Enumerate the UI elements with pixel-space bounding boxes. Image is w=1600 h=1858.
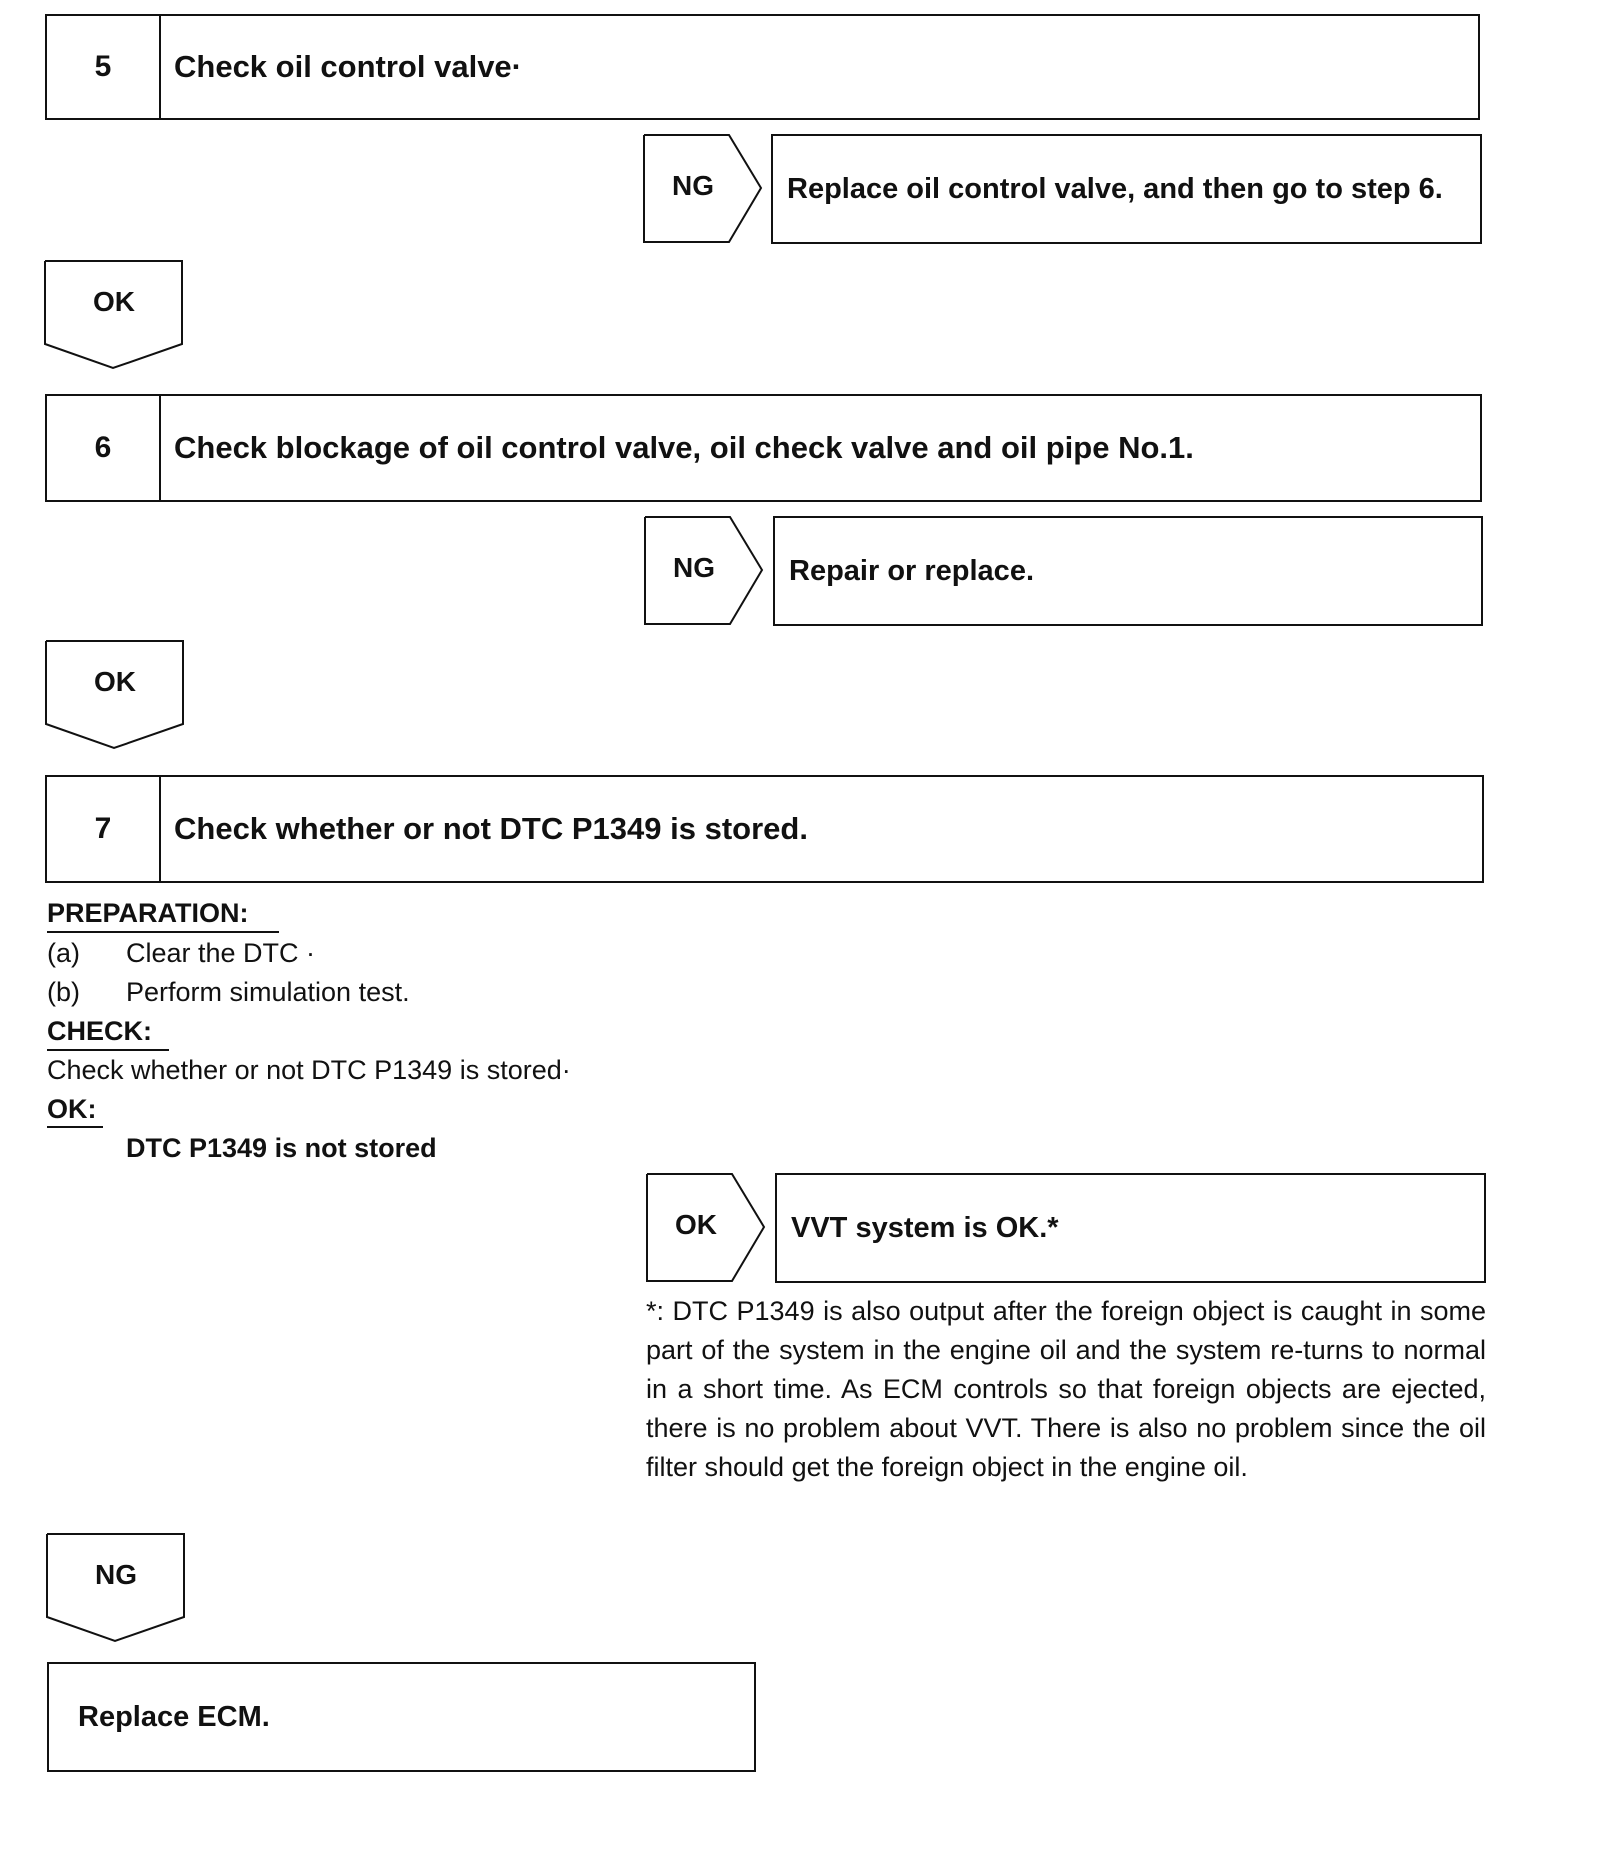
step-6-ng-action: Repair or replace. <box>773 516 1483 626</box>
prep-item-text: Clear the DTC · <box>126 938 316 968</box>
ok-label: OK <box>93 286 135 317</box>
preparation-underline <box>47 931 279 933</box>
step-number: 7 <box>47 777 161 881</box>
step-number: 6 <box>47 396 161 500</box>
step-title: Check oil control valve· <box>174 49 522 84</box>
ng-arrow-icon <box>643 134 763 243</box>
ok-label: OK <box>675 1209 717 1240</box>
ng-arrow: NG <box>46 1533 186 1643</box>
step-7-ok-action: VVT system is OK.* <box>775 1173 1486 1283</box>
step-5-ng-action: Replace oil control valve, and then go t… <box>771 134 1482 244</box>
ok-arrow: OK <box>45 640 185 750</box>
ok-criteria: DTC P1349 is not stored <box>126 1133 437 1163</box>
step-5-header: 5 Check oil control valve· <box>45 14 1480 120</box>
ng-label: NG <box>673 552 715 583</box>
check-text: Check whether or not DTC P1349 is stored… <box>47 1055 571 1085</box>
ng-arrow: NG <box>643 134 763 244</box>
check-heading: CHECK: <box>47 1016 152 1046</box>
step-title: Check blockage of oil control valve, oil… <box>174 430 1194 465</box>
footnote: *: DTC P1349 is also output after the fo… <box>646 1296 1486 1482</box>
prep-item-marker: (a) <box>47 938 80 968</box>
step-7-ng-action: Replace ECM. <box>47 1662 756 1772</box>
ng-arrow-icon <box>46 1533 185 1643</box>
ok-heading: OK: <box>47 1094 97 1124</box>
preparation-heading: PREPARATION: <box>47 898 249 928</box>
prep-item-text: Perform simulation test. <box>126 977 410 1007</box>
ok-arrow-icon <box>646 1173 766 1282</box>
ok-arrow: OK <box>44 260 184 370</box>
ng-arrow: NG <box>644 516 764 626</box>
ng-label: NG <box>95 1559 137 1590</box>
prep-item-marker: (b) <box>47 977 80 1007</box>
ng-arrow-icon <box>644 516 764 625</box>
check-underline <box>47 1049 169 1051</box>
step-6-header: 6 Check blockage of oil control valve, o… <box>45 394 1482 502</box>
ok-underline <box>47 1126 103 1128</box>
ok-label: OK <box>94 666 136 697</box>
ng-label: NG <box>672 170 714 201</box>
step-7-header: 7 Check whether or not DTC P1349 is stor… <box>45 775 1484 883</box>
step-number: 5 <box>47 16 161 118</box>
step-title: Check whether or not DTC P1349 is stored… <box>174 811 808 846</box>
ok-arrow: OK <box>646 1173 766 1283</box>
ok-arrow-icon <box>44 260 183 370</box>
ok-arrow-icon <box>45 640 184 750</box>
